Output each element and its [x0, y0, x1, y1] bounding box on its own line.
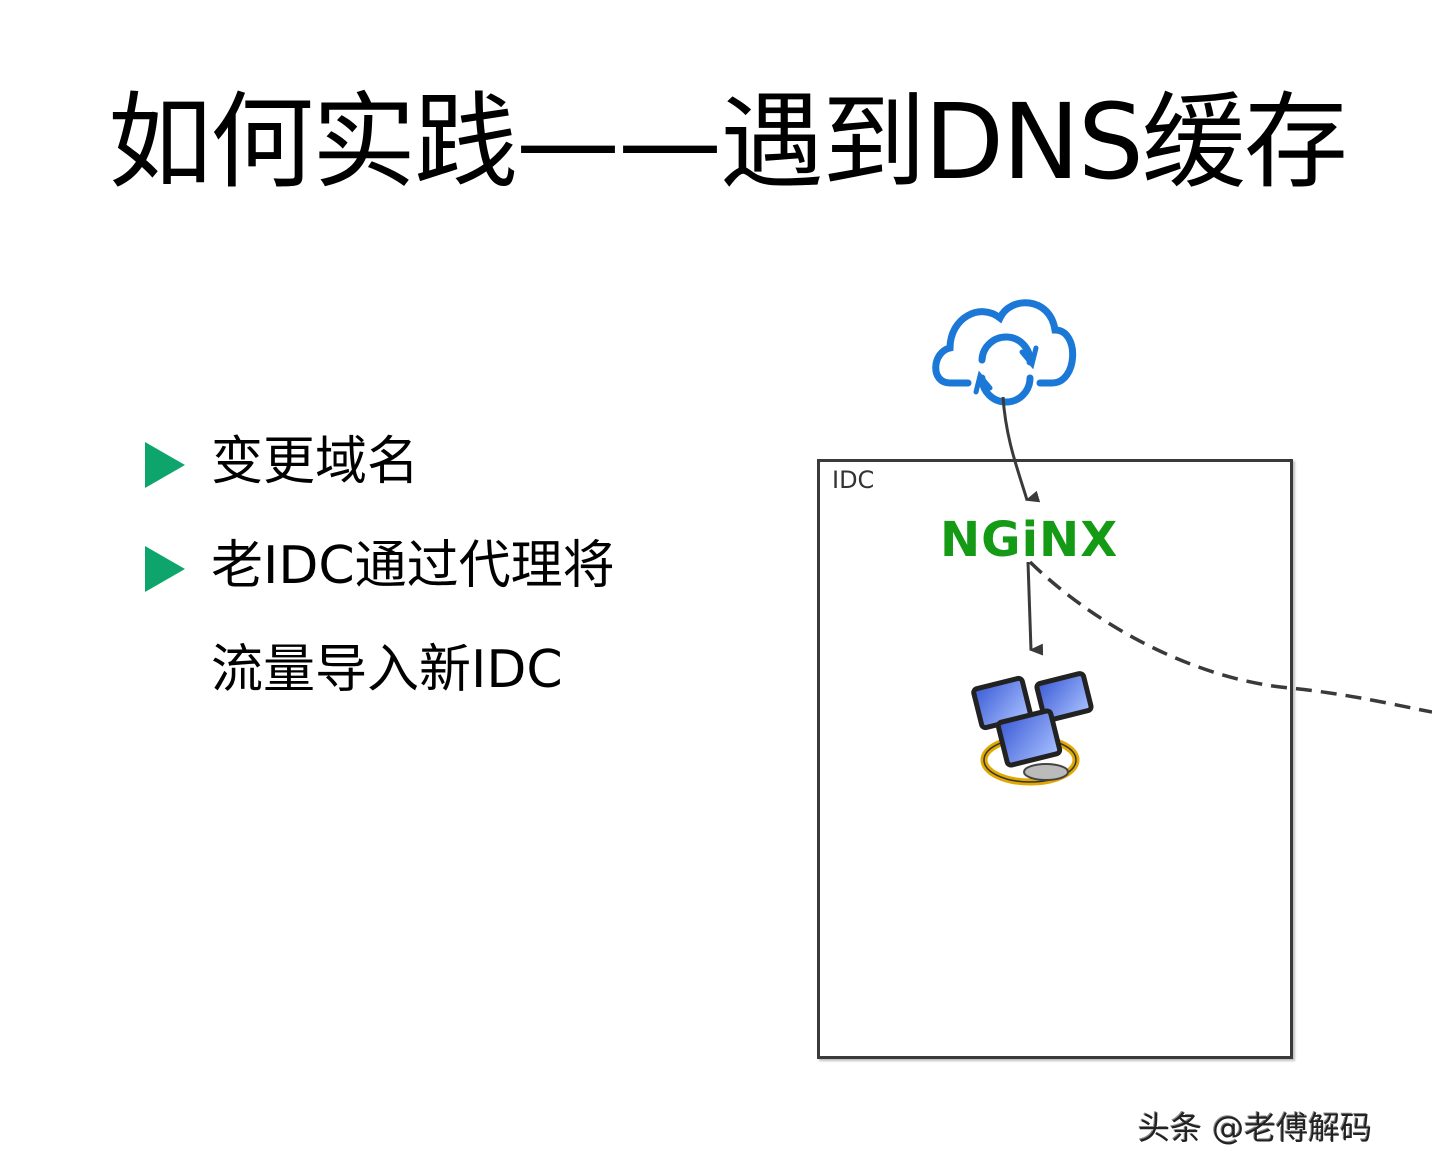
server-cluster-icon [971, 671, 1094, 786]
edge-nginx-servers [1026, 561, 1044, 656]
bullet-text: 老IDC通过代理将 [211, 536, 615, 596]
bullet-item: 老IDC通过代理将 [145, 514, 615, 618]
bullet-text: 流量导入新IDC [211, 640, 563, 700]
bullet-triangle-icon [145, 546, 185, 592]
nginx-logo: NGiNX [940, 512, 1119, 568]
edge-nginx-dashed [1028, 560, 1432, 714]
slide-title: 如何实践——遇到DNS缓存 [108, 81, 1348, 203]
watermark: 头条 @老傅解码 [1138, 1109, 1373, 1147]
bullet-item: 变更域名 [145, 410, 615, 514]
bullet-triangle-icon [145, 442, 185, 488]
idc-label: IDC [832, 466, 875, 494]
bullet-continuation: 流量导入新IDC [145, 618, 615, 722]
bullet-text: 变更域名 [211, 432, 420, 492]
cloud-sync-icon [932, 299, 1077, 406]
idc-box [817, 459, 1293, 1059]
edge-cloud-nginx [1001, 396, 1041, 503]
bullet-list: 变更域名 老IDC通过代理将 流量导入新IDC [145, 410, 615, 722]
